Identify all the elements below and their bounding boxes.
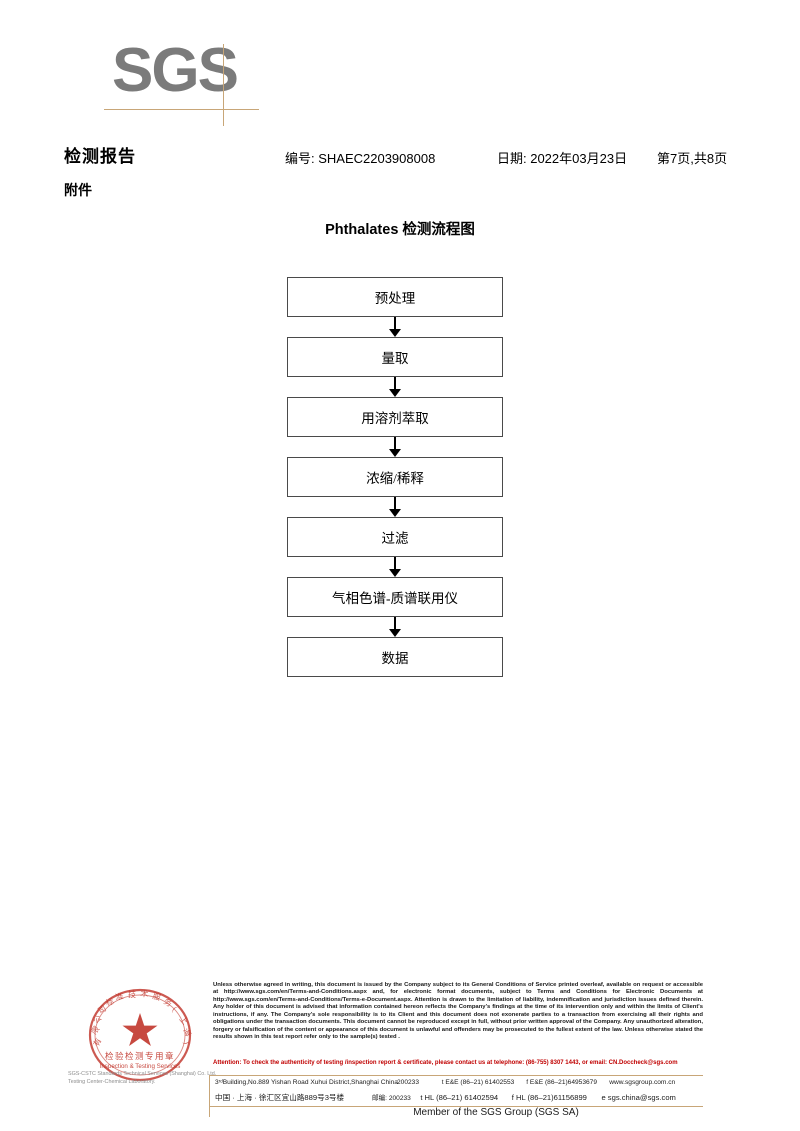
svg-text:限: 限 [89,1024,101,1036]
company-seal-stamp: 检验检测专用章 Inspection & Testing Services 有 … [76,983,204,1095]
logo-rule-vertical [223,44,224,126]
zip-en: 200233 [397,1079,420,1086]
address-en: 3ʳᵈBuilding,No.889 Yishan Road Xuhui Dis… [215,1079,398,1086]
email[interactable]: e sgs.china@sgs.com [601,1092,676,1102]
flow-arrow-down-icon [287,557,503,577]
svg-text:术: 术 [140,988,149,999]
flow-node: 量取 [287,337,503,377]
svg-text:(: ( [171,1005,179,1014]
svg-text:公: 公 [91,1013,103,1025]
page-indicator: 第7页,共8页 [657,151,728,166]
tel-ee: t E&E (86–21) 61402553 [441,1079,515,1086]
page-subtitle: 附件 [64,182,92,198]
contact-row-en: 3ʳᵈBuilding,No.889 Yishan Road Xuhui Dis… [215,1076,705,1091]
svg-text:服: 服 [151,991,161,1002]
address-rule-left [209,1075,211,1117]
seal-caption: SGS-CSTC Standards Technical Services (S… [68,1071,217,1085]
flow-node: 用溶剂萃取 [287,397,503,437]
fax-hl: f HL (86–21)61156899 [511,1092,587,1102]
flowchart-title: Phthalates 检测流程图 [325,222,475,238]
report-date: 日期: 2022年03月23日 [497,151,628,166]
svg-text:司: 司 [96,1004,107,1016]
flow-node: 气相色谱-质谱联用仪 [287,577,503,617]
contact-block: 3ʳᵈBuilding,No.889 Yishan Road Xuhui Dis… [215,1076,705,1106]
address-rule-bottom [209,1106,703,1108]
flow-arrow-down-icon [287,377,503,397]
logo-rule-horizontal [104,109,259,110]
member-notice-text: Member of the SGS Group (SGS SA) [413,1107,579,1118]
sgs-logo-text: SGS [112,36,239,105]
page-title: 检测报告 [64,147,136,166]
flow-arrow-down-icon [287,617,503,637]
member-notice: Member of the SGS Group (SGS SA) [0,1107,800,1118]
footer: 检验检测专用章 Inspection & Testing Services 有 … [0,975,800,1131]
address-rule-top [209,1075,703,1077]
legal-disclaimer: Unless otherwise agreed in writing, this… [213,982,703,1041]
svg-text:): ) [182,1040,191,1046]
contact-row-cn: 中国 · 上海 · 徐汇区宜山路889号3号楼 邮编: 200233 t HL … [215,1091,705,1107]
flow-node: 过滤 [287,517,503,557]
flow-node: 浓缩/稀释 [287,457,503,497]
svg-text:海: 海 [181,1026,194,1038]
flow-node: 预处理 [287,277,503,317]
report-number: 编号: SHAEC2203908008 [285,151,436,166]
sgs-logo: SGS [104,36,259,126]
address-cn: 中国 · 上海 · 徐汇区宜山路889号3号楼 [215,1092,345,1102]
website[interactable]: www.sgsgroup.com.cn [609,1079,676,1086]
fax-ee: f E&E (86–21)64953679 [526,1079,598,1086]
flow-arrow-down-icon [287,317,503,337]
flowchart: 预处理 量取 用溶剂萃取 浓缩/稀释 过滤 气相色谱-质谱联用仪 数据 [287,277,503,677]
flow-arrow-down-icon [287,497,503,517]
svg-text:有: 有 [91,1036,103,1048]
zip-cn: 邮编: 200233 [372,1094,411,1102]
tel-hl: t HL (86–21) 61402594 [420,1092,499,1102]
svg-text:准: 准 [115,991,125,1002]
svg-text:检验检测专用章: 检验检测专用章 [105,1051,175,1061]
attention-notice: Attention: To check the authenticity of … [213,1060,678,1066]
svg-text:务: 务 [162,996,174,1009]
flow-node: 数据 [287,637,503,677]
svg-text:标: 标 [104,996,115,1008]
svg-text:技: 技 [128,989,136,999]
flow-arrow-down-icon [287,437,503,457]
svg-text:Inspection & Testing Services: Inspection & Testing Services [100,1063,181,1070]
svg-text:上: 上 [177,1015,189,1027]
